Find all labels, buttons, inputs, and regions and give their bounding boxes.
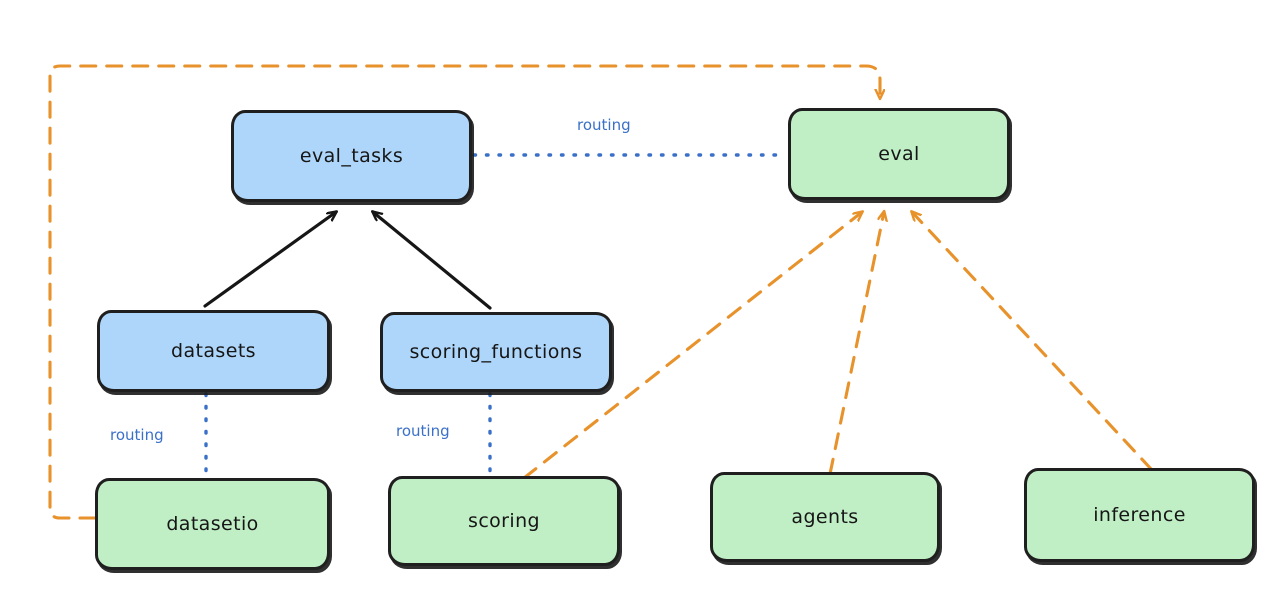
node-datasets[interactable]: datasets <box>97 310 330 392</box>
edge-agents-eval <box>828 212 884 476</box>
node-label: datasetio <box>166 513 259 535</box>
node-label: datasets <box>171 340 256 362</box>
node-agents[interactable]: agents <box>710 472 940 562</box>
edge-scoring-eval <box>522 212 862 480</box>
edge-label-routing-eval: routing <box>577 116 631 134</box>
node-label: agents <box>791 506 859 528</box>
node-label: scoring <box>468 510 540 532</box>
node-label: scoring_functions <box>409 341 583 363</box>
node-inference[interactable]: inference <box>1024 468 1255 562</box>
node-scoring-functions[interactable]: scoring_functions <box>380 312 612 392</box>
node-eval[interactable]: eval <box>788 108 1010 200</box>
node-scoring[interactable]: scoring <box>388 476 620 566</box>
node-label: inference <box>1093 504 1186 526</box>
edge-datasets-eval_tasks <box>203 212 336 308</box>
node-label: eval <box>878 143 920 165</box>
edge-label-routing-scoring: routing <box>396 422 450 440</box>
node-eval-tasks[interactable]: eval_tasks <box>231 110 472 202</box>
edge-label-routing-datasetio: routing <box>110 426 164 444</box>
node-datasetio[interactable]: datasetio <box>95 478 330 570</box>
edge-datasetio-eval <box>48 64 880 520</box>
node-label: eval_tasks <box>299 145 404 167</box>
edge-inference-eval <box>912 212 1154 472</box>
edge-scoring_functions-eval_tasks <box>373 212 492 310</box>
